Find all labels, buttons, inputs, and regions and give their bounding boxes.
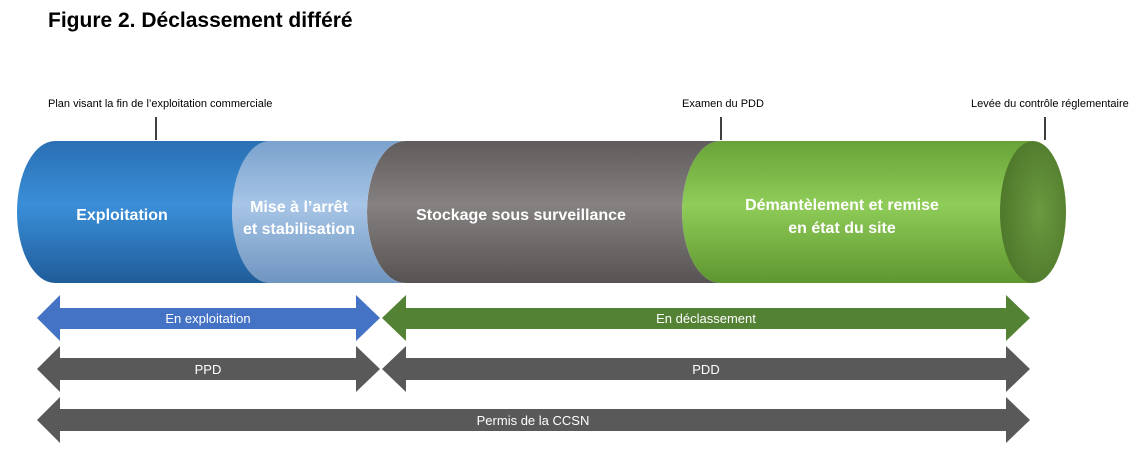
phase-label-stockage: Stockage sous surveillance [416,207,626,224]
arrow-en-declassement [382,295,1030,341]
phase-label-mise-line1: Mise à l’arrêt [250,199,349,216]
phase-segment-stockage [367,141,720,283]
arrow-label-pdd: PDD [692,362,719,377]
arrow-label-en-declassement: En déclassement [656,311,756,326]
arrow-label-ppd: PPD [195,362,222,377]
arrow-permis-ccsn [37,397,1030,443]
phase-segment-mise [232,141,405,283]
phase-segment-demantelement [682,141,1033,283]
arrow-ppd [37,346,380,392]
phase-label-demantelement-line1: Démantèlement et remise [745,197,939,214]
milestone-label-examen: Examen du PDD [682,98,764,110]
phase-label-mise-line2: et stabilisation [243,221,355,238]
cylinder-end-cap [1000,141,1066,283]
arrow-pdd [382,346,1030,392]
milestone-label-plan: Plan visant la fin de l’exploitation com… [48,98,272,110]
phase-label-exploitation: Exploitation [76,207,168,224]
milestone-label-levee: Levée du contrôle réglementaire [971,98,1129,110]
arrow-label-en-exploitation: En exploitation [165,311,250,326]
phase-label-demantelement-line2: en état du site [788,220,896,237]
phase-segment-exploitation [17,141,270,283]
arrow-label-permis: Permis de la CCSN [477,413,590,428]
figure-title: Figure 2. Déclassement différé [48,9,353,32]
arrow-en-exploitation [37,295,380,341]
